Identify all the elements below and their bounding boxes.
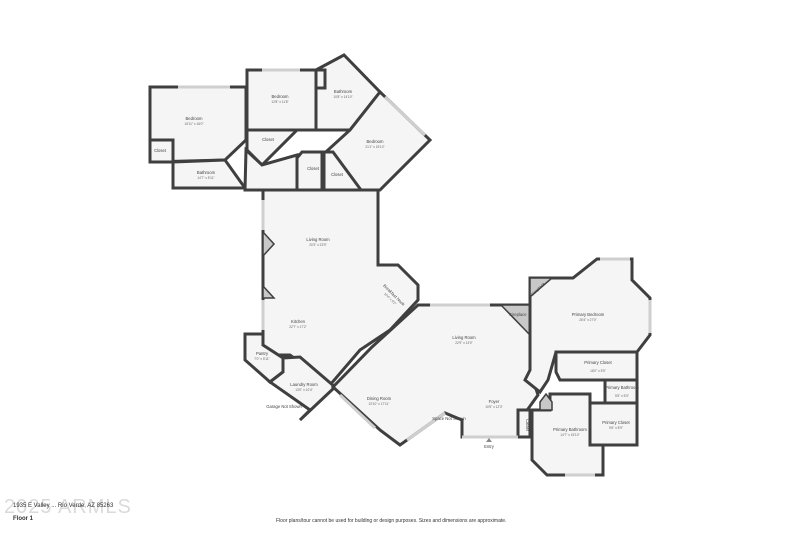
- dims-primary-bathroom: 14'7" x 15'10": [560, 433, 579, 437]
- label-primary-bathroom-small: Primary Bathroom: [605, 385, 639, 390]
- label-bathroom-1: Bathroom: [334, 89, 353, 94]
- label-closet-2: Closet: [262, 137, 275, 142]
- dims-dining: 22'10" x 17'11": [369, 402, 390, 406]
- label-primary-closet-2: Primary Closet: [602, 420, 630, 425]
- room-primary-bathroom-small: [603, 378, 639, 405]
- room-laundry: [267, 355, 338, 422]
- hatch-primary: [539, 392, 553, 411]
- dims-primary-bedroom: 26'4" x 27'0": [579, 318, 596, 322]
- room-closet-foyer: [516, 408, 532, 439]
- dims-pantry: 7'0" x 5'11": [254, 357, 269, 361]
- label-entry: Entry: [484, 444, 495, 449]
- dims-primary-closet-2: 9'6" x 8'9": [609, 426, 623, 430]
- label-fireplace-1: Fireplace: [509, 312, 527, 317]
- label-bedroom-2: Bedroom: [272, 94, 290, 99]
- entry-arrow-icon: [486, 438, 492, 442]
- room-living-kitchen: [261, 188, 420, 388]
- label-foyer: Foyer: [489, 399, 500, 404]
- windows: [178, 68, 652, 477]
- label-bedroom-3: Bedroom: [367, 139, 385, 144]
- label-bathroom-2: Bathroom: [197, 170, 216, 175]
- hallway: [243, 146, 299, 192]
- address: 1935 E Valley ... Rio Verde, AZ 85263: [13, 503, 114, 509]
- label-dining: Dining Room: [367, 396, 392, 401]
- dims-foyer: 10'5" x 12'3": [485, 405, 502, 409]
- dims-bedroom-2: 12'8" x 11'8": [271, 100, 288, 104]
- label-living-room-1: Living Room: [306, 237, 330, 242]
- dims-bedroom-3: 21'1" x 15'10": [365, 145, 384, 149]
- dims-laundry: 13'0" x 10'4": [295, 388, 312, 392]
- fireplace-2-shape: [529, 277, 555, 299]
- label-pantry: Pantry: [256, 351, 269, 356]
- dims-living-room-1: 20'3" x 23'9": [309, 243, 326, 247]
- dims-bathroom-1: 10'8" x 14'10": [333, 95, 352, 99]
- label-primary-closet-1: Primary Closet: [584, 360, 612, 365]
- room-primary-closet-1: [554, 350, 639, 382]
- dims-primary-bathroom-small: 5'5" x 5'5": [615, 394, 629, 398]
- label-living-room-2: Living Room: [452, 335, 476, 340]
- label-bedroom-1: Bedroom: [186, 116, 204, 121]
- dims-kitchen: 22'7" x 17'2": [289, 325, 306, 329]
- dims-living-room-2: 22'9" x 13'0": [455, 341, 472, 345]
- label-primary-bedroom: Primary Bedroom: [572, 312, 605, 317]
- watermark: 2025 ARMLS: [4, 496, 132, 518]
- label-garage-not-shown: Garage Not Shown: [266, 404, 302, 409]
- room-closet-small: [314, 68, 327, 90]
- disclaimer: Floor plans/tour cannot be used for buil…: [276, 518, 507, 524]
- hatch-left-1: [262, 230, 276, 258]
- label-closet-3: Closet: [307, 166, 320, 171]
- dims-bedroom-1: 15'11" x 16'0": [184, 122, 203, 126]
- hatch-left-2: [262, 284, 276, 299]
- dims-bathroom-2: 14'7" x 5'11": [197, 176, 214, 180]
- label-space-not-shown: Space Not Shown: [432, 416, 466, 421]
- walls: [148, 53, 652, 477]
- label-primary-bathroom: Primary Bathroom: [553, 427, 587, 432]
- dims-primary-closet-1: 16'0" x 5'5": [590, 369, 606, 373]
- room-closet-3: [295, 150, 324, 192]
- label-closet-1: Closet: [154, 148, 167, 153]
- label-closet-4: Closet: [331, 172, 344, 177]
- floor-label: Floor 1: [13, 516, 34, 522]
- label-kitchen: Kitchen: [291, 319, 306, 324]
- label-closet-foyer: Closet: [525, 419, 530, 432]
- label-laundry: Laundry Room: [290, 382, 318, 387]
